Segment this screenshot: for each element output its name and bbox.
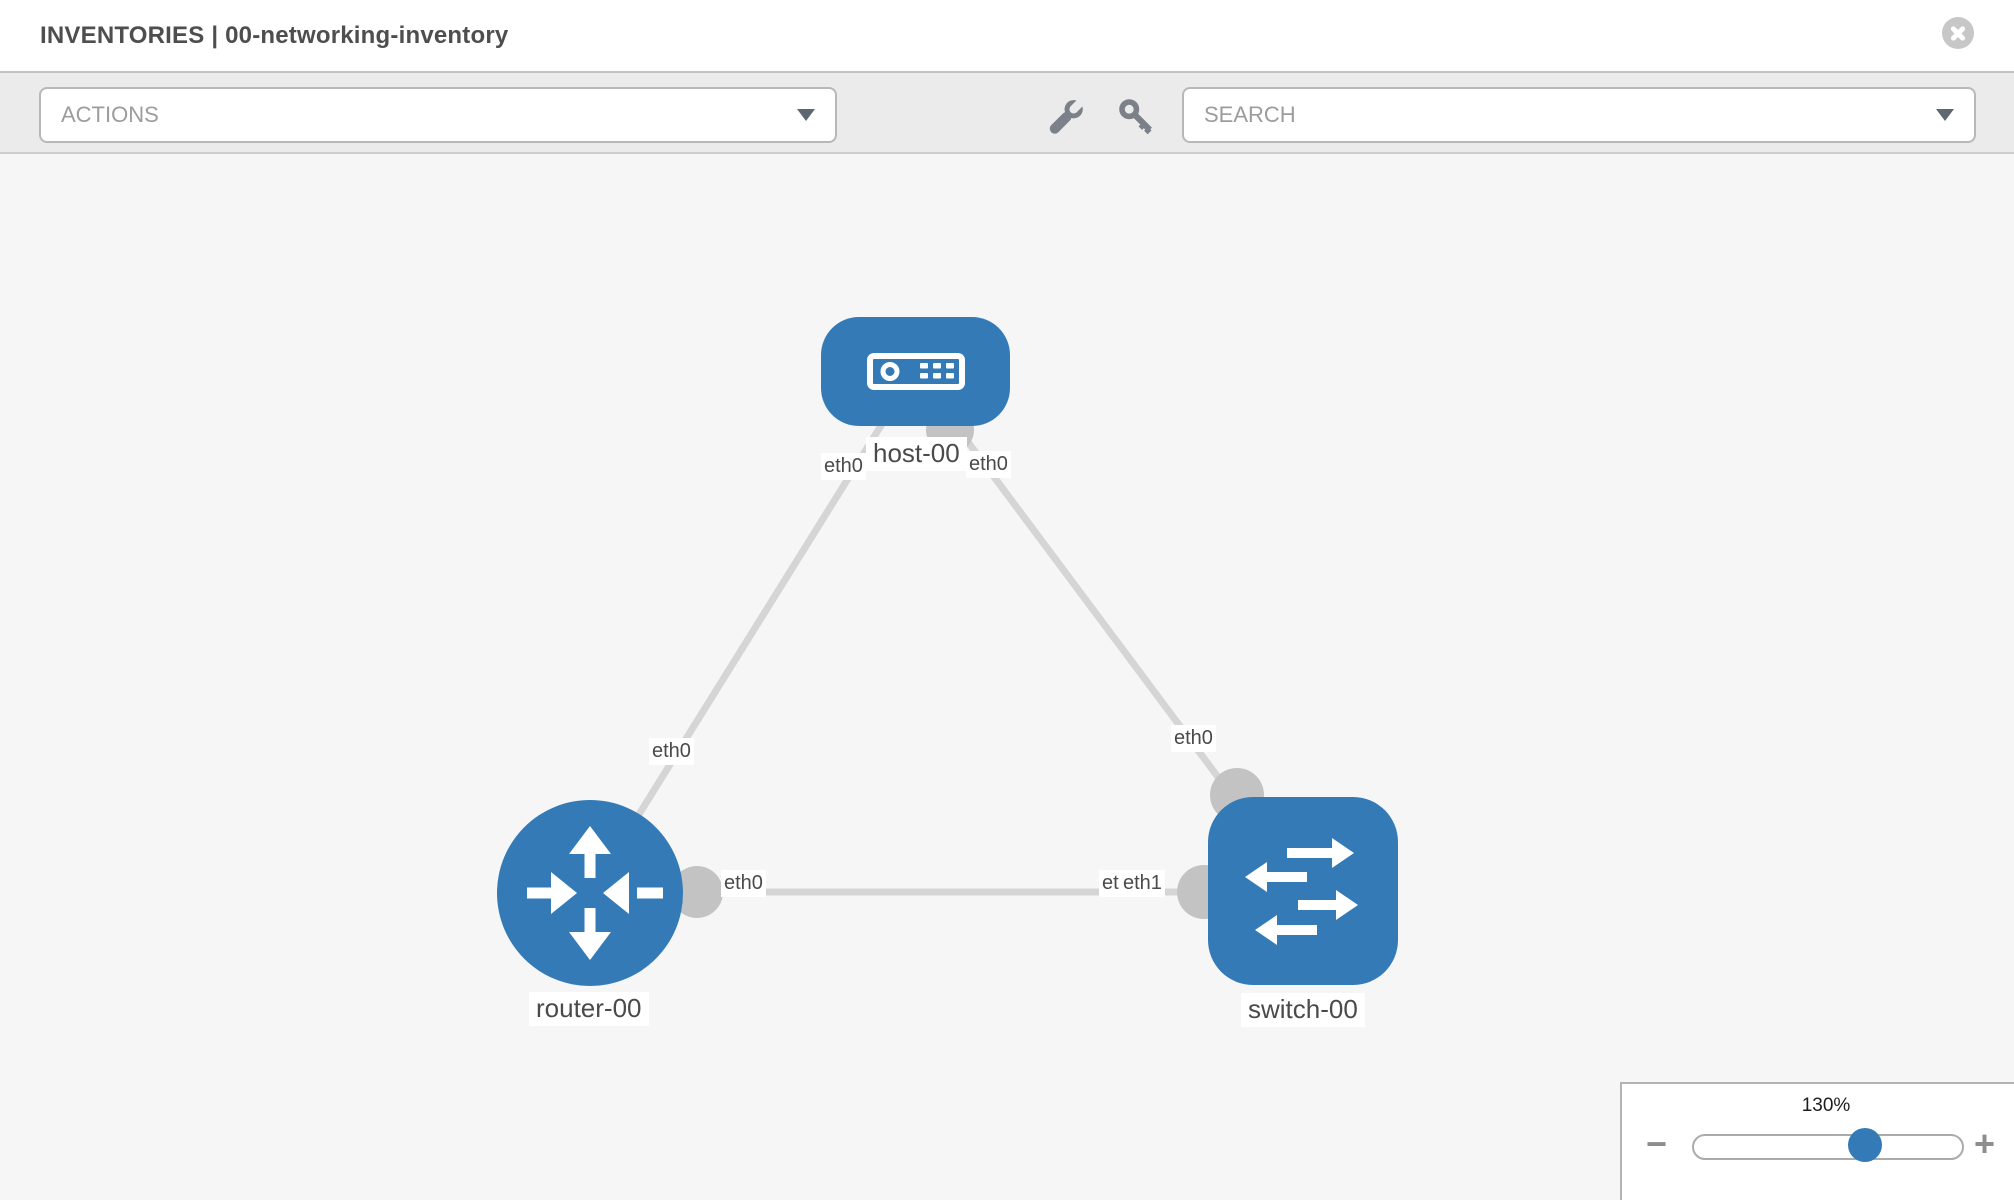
node-label-switch: switch-00 xyxy=(1241,993,1365,1027)
switch-icon xyxy=(1245,838,1358,945)
zoom-in-button[interactable]: + xyxy=(1974,1123,1996,1164)
node-label-host: host-00 xyxy=(866,437,967,471)
key-icon xyxy=(1119,99,1152,135)
host-icon xyxy=(867,353,965,390)
router-icon xyxy=(527,826,663,960)
chevron-down-icon xyxy=(1936,109,1954,121)
zoom-level-value: 130% xyxy=(1801,1095,1851,1116)
wrench-icon xyxy=(1049,95,1088,134)
interface-label: eth0 xyxy=(821,453,866,480)
endpoint-dot xyxy=(671,866,723,918)
chevron-down-icon xyxy=(797,109,815,121)
close-button[interactable] xyxy=(1942,17,1974,49)
page-header: INVENTORIES | 00-networking-inventory xyxy=(0,0,2014,71)
node-host[interactable] xyxy=(821,317,1010,426)
toolbar: ACTIONS SEARCH xyxy=(0,71,2014,154)
topology-canvas[interactable]: eth0 host-00 eth0 eth0 eth0 eth0 eth0 et… xyxy=(0,154,2014,1200)
page-title: INVENTORIES | 00-networking-inventory xyxy=(40,21,509,49)
zoom-out-button[interactable]: − xyxy=(1646,1123,1668,1164)
search-dropdown-label: SEARCH xyxy=(1204,102,1296,127)
wrench-button[interactable] xyxy=(1045,95,1089,139)
interface-label: eth0 xyxy=(721,870,766,897)
interface-label: eth1 xyxy=(1120,870,1165,897)
actions-dropdown-label: ACTIONS xyxy=(61,102,159,127)
node-router[interactable] xyxy=(497,800,683,986)
interface-label: eth0 xyxy=(966,451,1011,478)
topology-graph xyxy=(497,317,1398,986)
actions-dropdown[interactable]: ACTIONS xyxy=(39,87,837,143)
node-label-router: router-00 xyxy=(529,992,649,1026)
interface-label: eth0 xyxy=(649,738,694,765)
zoom-slider-track[interactable] xyxy=(1692,1128,1964,1162)
zoom-control-panel: 130% − + xyxy=(1620,1082,2014,1200)
search-dropdown[interactable]: SEARCH xyxy=(1182,87,1976,143)
link-endpoints xyxy=(671,406,1264,919)
interface-label: eth0 xyxy=(1171,725,1216,752)
zoom-slider-thumb[interactable] xyxy=(1848,1128,1882,1162)
key-button[interactable] xyxy=(1115,95,1159,139)
node-switch[interactable] xyxy=(1208,797,1398,985)
